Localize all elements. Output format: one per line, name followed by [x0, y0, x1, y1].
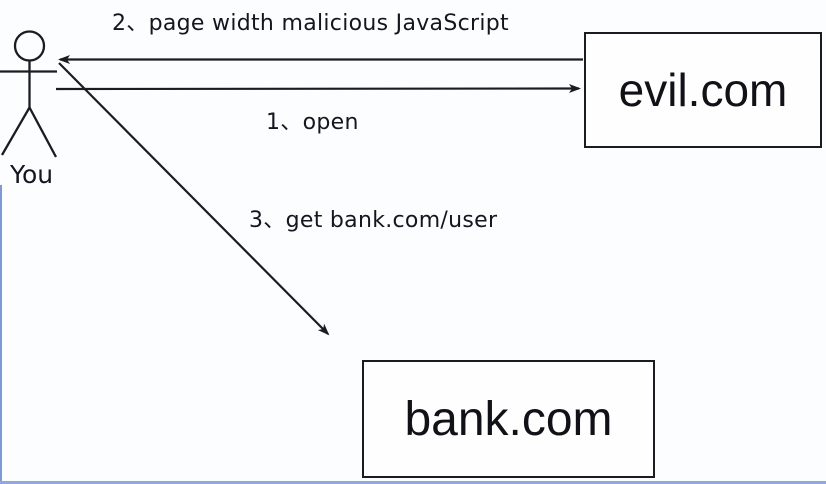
arrow-get-bank-user	[58, 62, 330, 336]
label-step2-malicious-js: 2、page width malicious JavaScript	[112, 11, 509, 36]
actor-head	[13, 30, 46, 62]
node-evil-com: evil.com	[584, 32, 822, 148]
node-evil-com-label: evil.com	[618, 64, 788, 116]
node-bank-com-label: bank.com	[404, 392, 613, 446]
bottom-edge-accent-line	[0, 481, 826, 484]
arrow-open	[55, 84, 581, 94]
actor-you-label: You	[10, 160, 54, 189]
label-step3-get-bank-user: 3、get bank.com/user	[249, 208, 498, 233]
node-bank-com: bank.com	[362, 360, 655, 478]
left-edge-accent-line	[0, 185, 2, 484]
label-step1-open: 1、open	[266, 110, 359, 135]
actor-leg-right	[28, 106, 58, 158]
stick-figure-you	[0, 30, 58, 158]
actor-leg-left	[1, 106, 31, 156]
